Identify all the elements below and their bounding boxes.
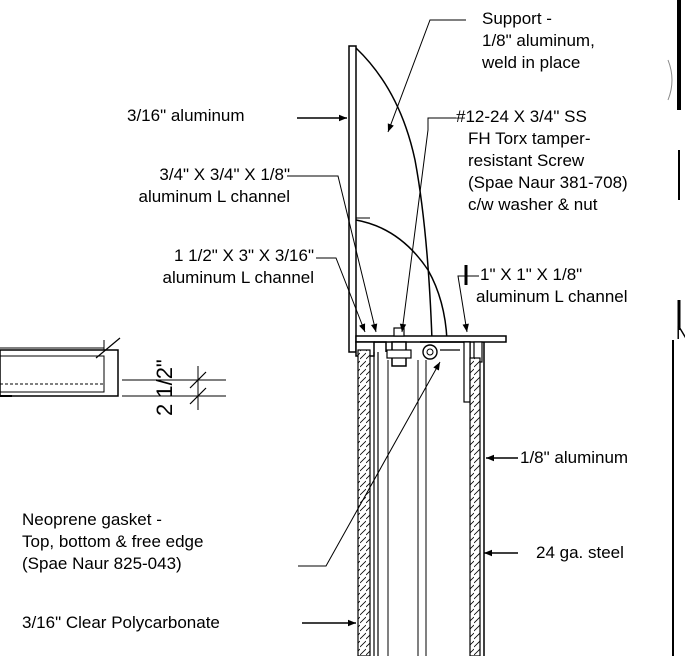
- left-section-view: [0, 337, 226, 410]
- edge-fragment-text: N: [676, 323, 685, 343]
- label-l-channel-large-line1: 1 1/2" X 3" X 3/16": [173, 246, 314, 265]
- wall-section: [357, 342, 485, 656]
- label-gasket: Neoprene gasket - Top, bottom & free edg…: [22, 509, 203, 575]
- label-l-channel-1in-line2: aluminum L channel: [476, 287, 628, 306]
- label-l-channel-small-line2: aluminum L channel: [138, 187, 290, 206]
- label-l-channel-small-line1: 3/4" X 3/4" X 1/8": [159, 165, 290, 184]
- label-aluminum-1-8: 1/8" aluminum: [520, 448, 629, 467]
- label-support-line1: Support -: [482, 9, 552, 28]
- label-l-channel-1in: 1" X 1" X 1/8" aluminum L channel: [476, 264, 628, 308]
- label-screw-line1: #12-24 X 3/4" SS: [456, 107, 587, 126]
- label-screw-line4: (Spae Naur 381-708): [468, 173, 628, 192]
- label-l-channel-large-line2: aluminum L channel: [162, 268, 314, 287]
- label-screw-line3: resistant Screw: [468, 151, 585, 170]
- label-steel: 24 ga. steel: [536, 543, 624, 562]
- label-support: Support - 1/8" aluminum, weld in place: [482, 8, 595, 74]
- label-gasket-line1: Neoprene gasket -: [22, 510, 162, 529]
- label-screw: #12-24 X 3/4" SS FH Torx tamper- resista…: [456, 106, 628, 216]
- label-aluminum-3-16: 3/16" aluminum: [127, 106, 245, 125]
- label-screw-line2: FH Torx tamper-: [468, 129, 591, 148]
- support-plate: [348, 45, 448, 353]
- label-gasket-line2: Top, bottom & free edge: [22, 532, 204, 551]
- cap-assembly: [355, 327, 507, 403]
- label-gasket-line3: (Spae Naur 825-043): [22, 554, 182, 573]
- label-l-channel-small: 3/4" X 3/4" X 1/8" aluminum L channel: [68, 164, 290, 208]
- leader-lines: [287, 19, 518, 627]
- label-support-line3: weld in place: [482, 53, 581, 72]
- dimension-label: 2 1/2": [152, 359, 177, 416]
- label-support-line2: 1/8" aluminum,: [482, 31, 595, 50]
- label-l-channel-large: 1 1/2" X 3" X 3/16" aluminum L channel: [82, 245, 314, 289]
- label-l-channel-1in-line1: 1" X 1" X 1/8": [480, 265, 583, 284]
- right-edge-fragment: [464, 0, 681, 656]
- label-screw-line5: c/w washer & nut: [468, 195, 598, 214]
- label-polycarbonate: 3/16" Clear Polycarbonate: [22, 613, 220, 632]
